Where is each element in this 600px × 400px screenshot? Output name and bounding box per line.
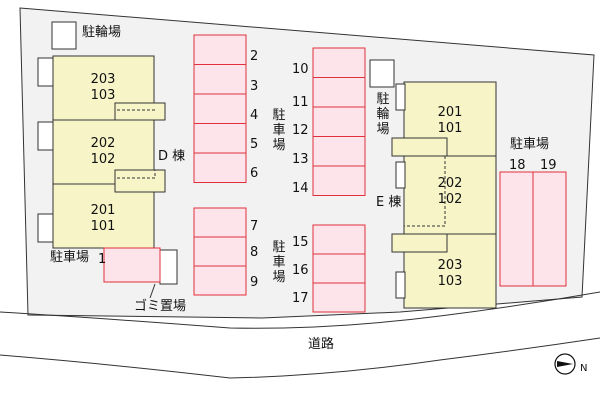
parking-number: 7 bbox=[250, 219, 259, 234]
garbage-box bbox=[159, 249, 178, 285]
garbage-leader bbox=[149, 283, 156, 299]
unit-lower-number: 101 bbox=[437, 121, 463, 136]
unit-upper-number: 203 bbox=[90, 72, 116, 87]
unit-upper-number: 203 bbox=[437, 258, 463, 273]
parking-number: 13 bbox=[292, 152, 309, 167]
parking-number: 19 bbox=[540, 158, 557, 173]
parking-number: 5 bbox=[250, 137, 259, 152]
unit-lower-number: 101 bbox=[90, 219, 116, 234]
parking-stall bbox=[499, 171, 534, 287]
road-edge-upper bbox=[0, 291, 600, 329]
unit-upper-number: 202 bbox=[437, 176, 463, 191]
parking-number: 4 bbox=[250, 108, 259, 123]
parking-stall bbox=[312, 165, 366, 196]
building-d-stair bbox=[114, 102, 166, 121]
parking-stall bbox=[193, 152, 247, 183]
building-d-stair-dash bbox=[117, 170, 156, 179]
parking-number: 18 bbox=[509, 158, 526, 173]
parking-number: 6 bbox=[250, 166, 259, 181]
building-e-stair bbox=[391, 137, 448, 157]
building-d-step bbox=[37, 57, 54, 87]
bicycle-parking-label-top: 駐輪場 bbox=[82, 25, 122, 40]
parking-number: 9 bbox=[250, 275, 259, 290]
building-e-label: E 棟 bbox=[376, 195, 402, 210]
parking-stall bbox=[312, 77, 366, 108]
unit-label: 203 103 bbox=[53, 72, 153, 104]
unit-lower-number: 102 bbox=[437, 192, 463, 207]
parking-stall bbox=[312, 106, 366, 137]
building-e bbox=[391, 81, 497, 309]
parking-number: 11 bbox=[292, 95, 309, 110]
building-e-stair-dash bbox=[404, 156, 446, 227]
north-arrow-icon bbox=[554, 353, 576, 375]
unit-upper-number: 202 bbox=[90, 136, 116, 151]
unit-lower-number: 103 bbox=[437, 274, 463, 289]
building-d-label: D 棟 bbox=[158, 149, 186, 164]
unit-label: 202 102 bbox=[400, 176, 500, 208]
parking-number: 2 bbox=[250, 49, 259, 64]
unit-label: 201 101 bbox=[400, 105, 500, 137]
road-edge-lower bbox=[0, 337, 600, 379]
parking-label-center-lower: 駐車場 bbox=[272, 240, 286, 285]
parking-number: 10 bbox=[292, 62, 309, 77]
parking-stalls bbox=[103, 34, 567, 313]
unit-upper-number: 201 bbox=[437, 105, 463, 120]
parking-number: 3 bbox=[250, 79, 259, 94]
parking-stall bbox=[312, 253, 366, 284]
building-d-unit-shape bbox=[52, 183, 155, 249]
parking-stall bbox=[193, 265, 247, 296]
unit-upper-number: 201 bbox=[90, 203, 116, 218]
parking-stall bbox=[193, 34, 247, 65]
building-d-step bbox=[37, 213, 54, 243]
building-d bbox=[37, 55, 166, 249]
parking-number: 17 bbox=[292, 291, 309, 306]
unit-label: 202 102 bbox=[53, 136, 153, 168]
parking-number: 15 bbox=[292, 235, 309, 250]
unit-lower-number: 103 bbox=[90, 88, 116, 103]
building-e-step bbox=[395, 161, 406, 189]
parking-stall bbox=[312, 282, 366, 313]
parking-number: 1 bbox=[98, 252, 107, 267]
parking-label-center-upper: 駐車場 bbox=[272, 108, 286, 153]
unit-label: 201 101 bbox=[53, 203, 153, 235]
building-e-unit-shape bbox=[403, 155, 497, 235]
parking-number: 12 bbox=[292, 123, 309, 138]
parking-stall bbox=[103, 247, 161, 283]
bicycle-parking-label-east: 駐輪場 bbox=[376, 92, 390, 137]
parking-label-bottom-left: 駐車場 bbox=[50, 250, 90, 265]
bicycle-parking-box-east bbox=[369, 59, 395, 88]
north-label: N bbox=[580, 363, 588, 374]
building-e-stair bbox=[391, 233, 448, 253]
parking-stall bbox=[193, 207, 247, 238]
parking-stall bbox=[532, 171, 567, 287]
parking-stall bbox=[193, 236, 247, 267]
unit-lower-number: 102 bbox=[90, 152, 116, 167]
parking-stall bbox=[312, 136, 366, 167]
parking-stall bbox=[312, 47, 366, 78]
parking-stall bbox=[193, 64, 247, 95]
garbage-label: ゴミ置場 bbox=[134, 299, 187, 314]
unit-label: 203 103 bbox=[400, 258, 500, 290]
building-e-step bbox=[395, 83, 406, 111]
building-e-step bbox=[395, 271, 406, 299]
building-d-step bbox=[37, 121, 54, 151]
parking-number: 14 bbox=[292, 181, 309, 196]
parking-label-right: 駐車場 bbox=[510, 137, 550, 152]
road-label: 道路 bbox=[308, 337, 335, 352]
bicycle-parking-box-top bbox=[51, 21, 77, 50]
parking-stall bbox=[312, 224, 366, 255]
parking-stall bbox=[193, 123, 247, 154]
parking-number: 16 bbox=[292, 263, 309, 278]
parking-number: 8 bbox=[250, 245, 259, 260]
parking-stall bbox=[193, 93, 247, 124]
building-d-stair bbox=[114, 169, 166, 193]
